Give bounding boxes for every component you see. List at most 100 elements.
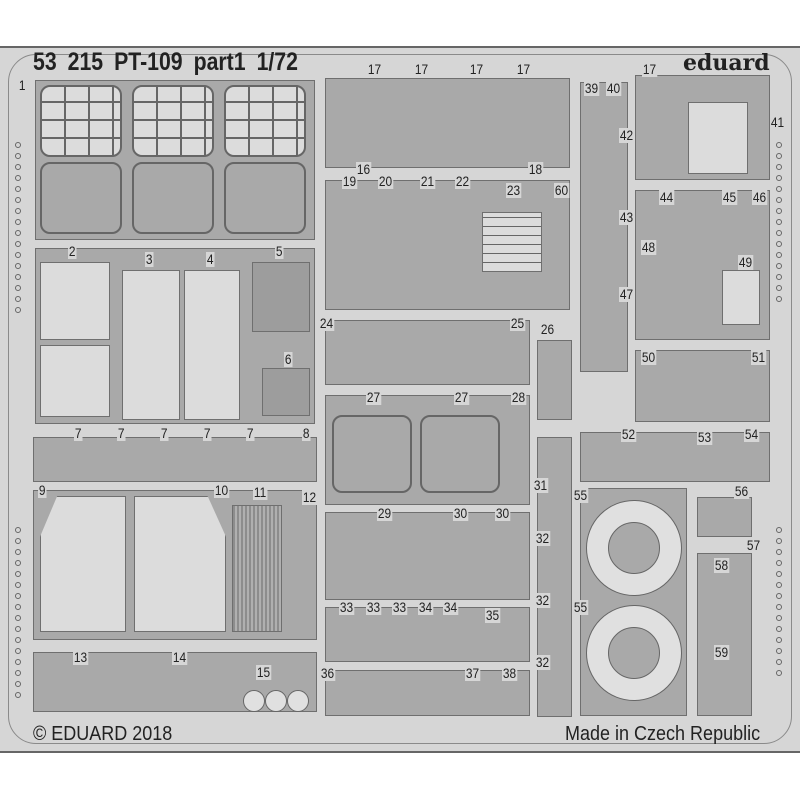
part-label: 58: [714, 557, 729, 573]
parts-29-30-sheet: [325, 512, 530, 600]
part-label: 7: [246, 425, 255, 441]
part-label: 44: [659, 189, 674, 205]
part-label: 22: [455, 173, 470, 189]
part-label: 27: [454, 389, 469, 405]
part-label: 28: [511, 389, 526, 405]
parts-52-54-sheet: [580, 432, 770, 482]
part-label: 27: [366, 389, 381, 405]
part-label: 15: [256, 664, 271, 680]
part-10: [134, 496, 226, 632]
part-label: 35: [485, 607, 500, 623]
parts-24-25-sheet: [325, 320, 530, 385]
copyright: © EDUARD 2018: [33, 723, 173, 745]
part-15-disc: [265, 690, 287, 712]
part-label: 8: [302, 425, 311, 441]
parts-50-51-sheet: [635, 350, 770, 422]
part-label: 30: [453, 505, 468, 521]
part-label: 17: [367, 61, 382, 77]
part-label: 7: [74, 425, 83, 441]
fret-title: 53 215 PT-109 part1 1/72: [33, 48, 298, 76]
part-4: [184, 270, 240, 420]
part-label: 14: [172, 649, 187, 665]
part-55-ring: [586, 605, 682, 701]
part-label: 10: [214, 482, 229, 498]
part-label: 13: [73, 649, 88, 665]
part-label: 17: [642, 61, 657, 77]
part-17-sheet: [325, 78, 570, 168]
part-label: 50: [641, 349, 656, 365]
parts-57-59-sheet: [697, 553, 752, 716]
part-label: 26: [540, 321, 555, 337]
part-label: 11: [253, 484, 268, 500]
part-label: 48: [641, 239, 656, 255]
part-label: 57: [746, 537, 761, 553]
part-label: 18: [528, 161, 543, 177]
part-label: 19: [342, 173, 357, 189]
part-label: 17: [469, 61, 484, 77]
part-55-ring: [586, 500, 682, 596]
part-label: 55: [573, 487, 588, 503]
parts-36-38-sheet: [325, 670, 530, 716]
part-15-disc: [287, 690, 309, 712]
part-27: [420, 415, 500, 493]
part-label: 31: [533, 477, 548, 493]
brand-logo: eduard: [683, 50, 770, 76]
part-label: 25: [510, 315, 525, 331]
part-41: [688, 102, 748, 174]
part-label: 5: [275, 243, 284, 259]
part-label: 24: [319, 315, 334, 331]
part-label: 52: [621, 426, 636, 442]
part-label: 40: [606, 80, 621, 96]
part-label: 60: [554, 182, 569, 198]
edge-holes-left-top: [15, 142, 21, 318]
part-label: 33: [392, 599, 407, 615]
edge-holes-right-bottom: [776, 527, 782, 681]
part-label: 32: [535, 592, 550, 608]
part-label: 6: [284, 351, 293, 367]
edge-holes-left-bottom: [15, 527, 21, 703]
part-label: 47: [619, 286, 634, 302]
part-56: [697, 497, 752, 537]
part-label: 33: [339, 599, 354, 615]
part-2: [40, 262, 110, 340]
part-label: 53: [697, 429, 712, 445]
hatch-grid: [40, 85, 122, 157]
edge-holes-right-top: [776, 142, 782, 307]
part-label: 49: [738, 254, 753, 270]
part-label: 33: [366, 599, 381, 615]
part-label: 30: [495, 505, 510, 521]
part-9: [40, 496, 126, 632]
part-23: [482, 212, 542, 272]
part-label: 1: [18, 77, 27, 93]
part-label: 16: [356, 161, 371, 177]
part-label: 39: [584, 80, 599, 96]
part-label: 56: [734, 483, 749, 499]
part-3: [122, 270, 180, 420]
part-6: [262, 368, 310, 416]
hatch-panel: [40, 162, 122, 234]
part-label: 29: [377, 505, 392, 521]
part-label: 7: [117, 425, 126, 441]
part-label: 21: [420, 173, 435, 189]
part-label: 7: [203, 425, 212, 441]
part-label: 4: [206, 251, 215, 267]
part-11: [232, 505, 282, 632]
part-label: 42: [619, 127, 634, 143]
part-label: 38: [502, 665, 517, 681]
fret-frame: [8, 54, 792, 744]
part-label: 41: [770, 114, 785, 130]
parts-7-8-sheet: [33, 437, 317, 482]
part-label: 20: [378, 173, 393, 189]
origin-text: Made in Czech Republic: [565, 723, 761, 745]
part-label: 32: [535, 654, 550, 670]
part-5: [252, 262, 310, 332]
part-label: 3: [145, 251, 154, 267]
part-49: [722, 270, 760, 325]
part-27: [332, 415, 412, 493]
part-label: 9: [38, 482, 47, 498]
part-label: 51: [751, 349, 766, 365]
part-label: 2: [68, 243, 77, 259]
part-label: 34: [443, 599, 458, 615]
part-label: 17: [516, 61, 531, 77]
part-label: 17: [414, 61, 429, 77]
